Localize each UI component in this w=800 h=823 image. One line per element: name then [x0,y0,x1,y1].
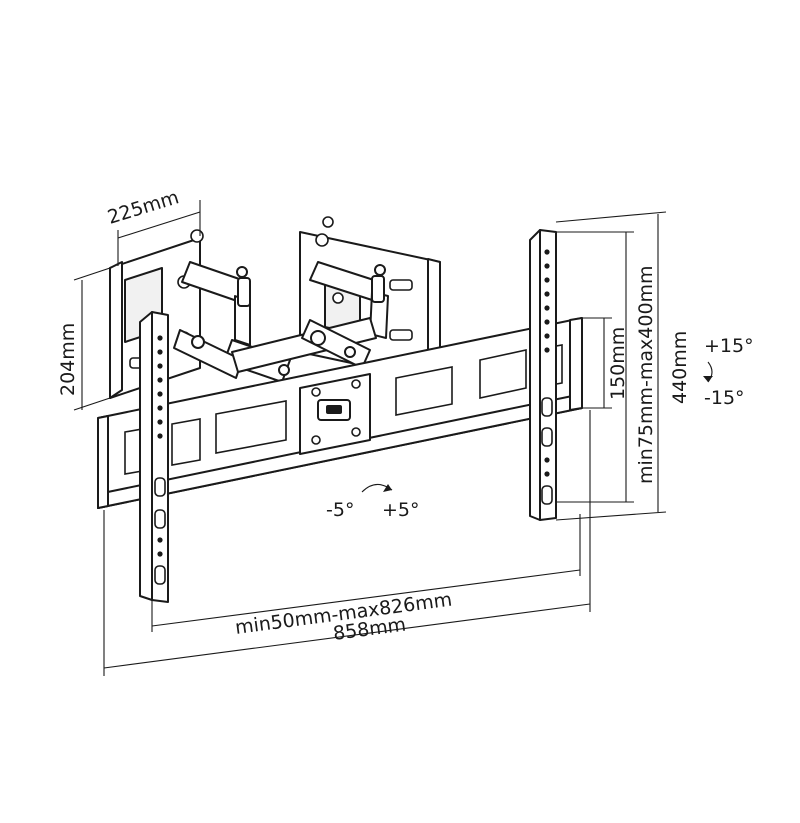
center-level-block [299,373,371,455]
dim-204mm [73,267,111,411]
label-arm-depth: 225mm [105,186,182,228]
left-bracket-slots [154,335,166,585]
label-rail-height: 150mm [607,327,629,400]
label-tilt-up: +15° [704,335,754,357]
label-tilt-down: -15° [704,387,745,409]
label-level-left: -5° [326,499,354,521]
label-bracket-height: 440mm [669,331,691,404]
tilt-arrow [703,361,713,383]
vertical-bracket-right [529,229,557,521]
swivel-arrow [361,483,393,493]
label-level-right: +5° [382,499,420,521]
vertical-bracket-left [139,311,169,603]
articulating-arms [173,261,389,383]
dim-858mm [103,410,591,676]
dim-horizontal-spacing [151,514,581,632]
dim-440mm [555,211,667,521]
dim-vertical-spacing [556,231,634,503]
label-vertical-spacing: min75mm-max400mm [635,265,657,484]
dim-150mm [582,317,612,409]
right-bracket-slots [541,249,553,505]
label-wall-plate-height: 204mm [57,323,79,396]
dim-225mm [117,200,201,266]
